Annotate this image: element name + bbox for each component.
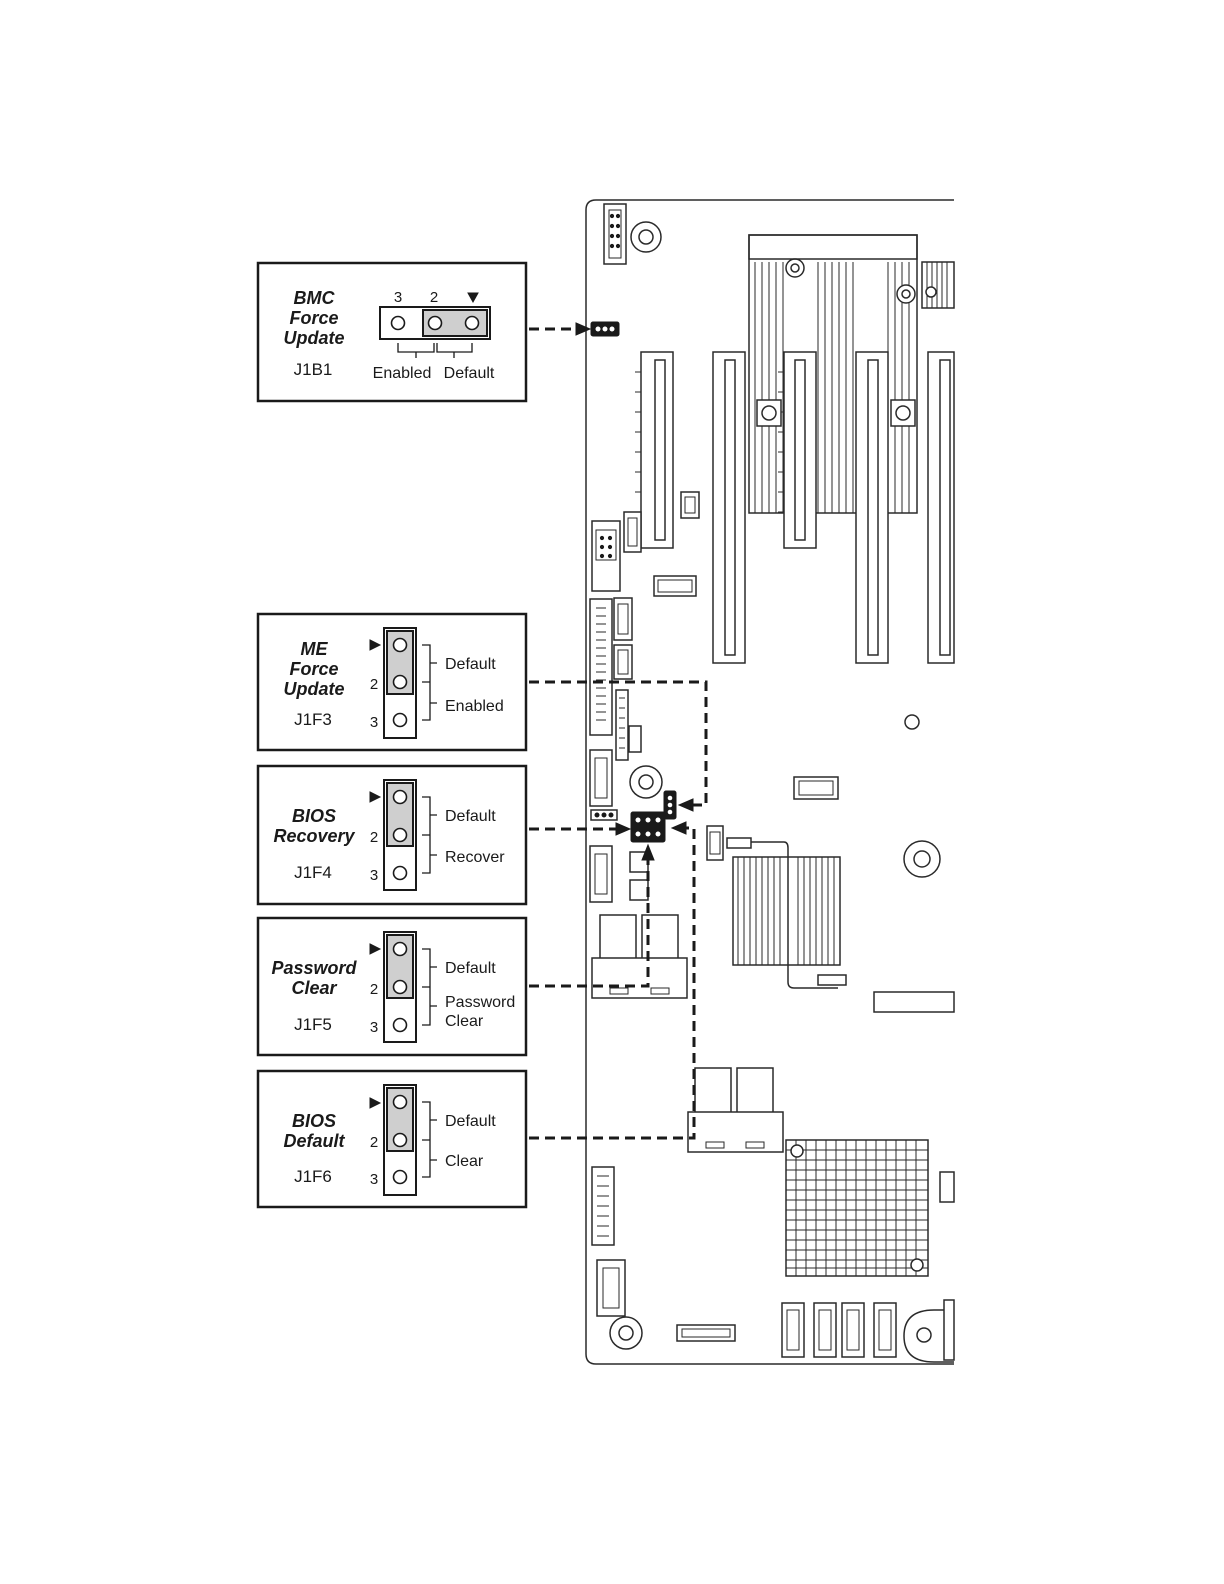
setting-label: Enabled — [373, 365, 432, 382]
jumper-reference: J1F3 — [294, 710, 332, 729]
jumper-title-line: Update — [283, 328, 344, 348]
jumper-title-line: BIOS — [292, 1111, 336, 1131]
jumper-title-line: Default — [283, 1131, 345, 1151]
jumper-title-line: ME — [301, 639, 329, 659]
jumper-box-me-force-update: ME Force Update J1F3 2 3 Default Enabled — [258, 614, 526, 750]
pin — [394, 1096, 407, 1109]
pin — [394, 714, 407, 727]
setting-label: Default — [445, 1113, 496, 1130]
pin — [394, 867, 407, 880]
pin — [394, 1019, 407, 1032]
pin — [392, 317, 405, 330]
setting-label: Default — [445, 656, 496, 673]
jumper-title-line: Password — [271, 958, 357, 978]
pin — [429, 317, 442, 330]
pin — [394, 829, 407, 842]
jumper-box-bios-default: BIOS Default J1F6 2 3 Default Clear — [258, 1071, 526, 1207]
pin-number: 2 — [370, 981, 378, 998]
pin-number: 3 — [370, 1019, 378, 1036]
mounting-hole — [631, 222, 661, 252]
pin-number: 3 — [370, 867, 378, 884]
setting-label: Enabled — [445, 698, 504, 715]
jumper-title-line: BIOS — [292, 806, 336, 826]
setting-label: Default — [444, 365, 495, 382]
jumper-reference: J1B1 — [294, 360, 333, 379]
pin-number: 2 — [370, 676, 378, 693]
board-bottom-connectors — [592, 1167, 954, 1362]
power-connectors — [592, 915, 783, 1152]
pin — [466, 317, 479, 330]
jumper-reference: J1F4 — [294, 863, 332, 882]
jumper-title-line: Update — [283, 679, 344, 699]
jumper-box-bios-recovery: BIOS Recovery J1F4 2 3 Default Recover — [258, 766, 526, 904]
pin-number: 2 — [370, 829, 378, 846]
pin-number: 3 — [370, 714, 378, 731]
setting-label: Password — [445, 994, 515, 1011]
cpu-socket — [786, 1140, 954, 1276]
pin — [394, 676, 407, 689]
board-top-connector — [604, 204, 626, 264]
jumper-box-password-clear: Password Clear J1F5 2 3 Default Password… — [258, 918, 526, 1055]
pin — [394, 639, 407, 652]
setting-label: Default — [445, 960, 496, 977]
pin-number: 2 — [370, 1134, 378, 1151]
pin-number: 3 — [370, 1171, 378, 1188]
jumper-title-line: Force — [289, 308, 338, 328]
jumper-title-line: Recovery — [273, 826, 355, 846]
setting-label: Default — [445, 808, 496, 825]
cpu-heatsink-top — [749, 235, 954, 513]
pin — [394, 1134, 407, 1147]
setting-label: Clear — [445, 1013, 484, 1030]
pin-number: 2 — [430, 289, 438, 306]
chipset-heatsink — [727, 838, 954, 1012]
jumper-reference: J1F6 — [294, 1167, 332, 1186]
setting-label: Recover — [445, 849, 505, 866]
jumper-box-bmc-force-update: BMC Force Update J1B1 3 2 Enabled Defaul… — [258, 263, 526, 401]
jumper-title-line: BMC — [294, 288, 336, 308]
pin — [394, 943, 407, 956]
pin-number: 3 — [394, 289, 402, 306]
pin — [394, 791, 407, 804]
jumper-title-line: Clear — [291, 978, 337, 998]
jumper-reference: J1F5 — [294, 1015, 332, 1034]
pin — [394, 1171, 407, 1184]
setting-label: Clear — [445, 1153, 484, 1170]
jumper-title-line: Force — [289, 659, 338, 679]
pin — [394, 981, 407, 994]
